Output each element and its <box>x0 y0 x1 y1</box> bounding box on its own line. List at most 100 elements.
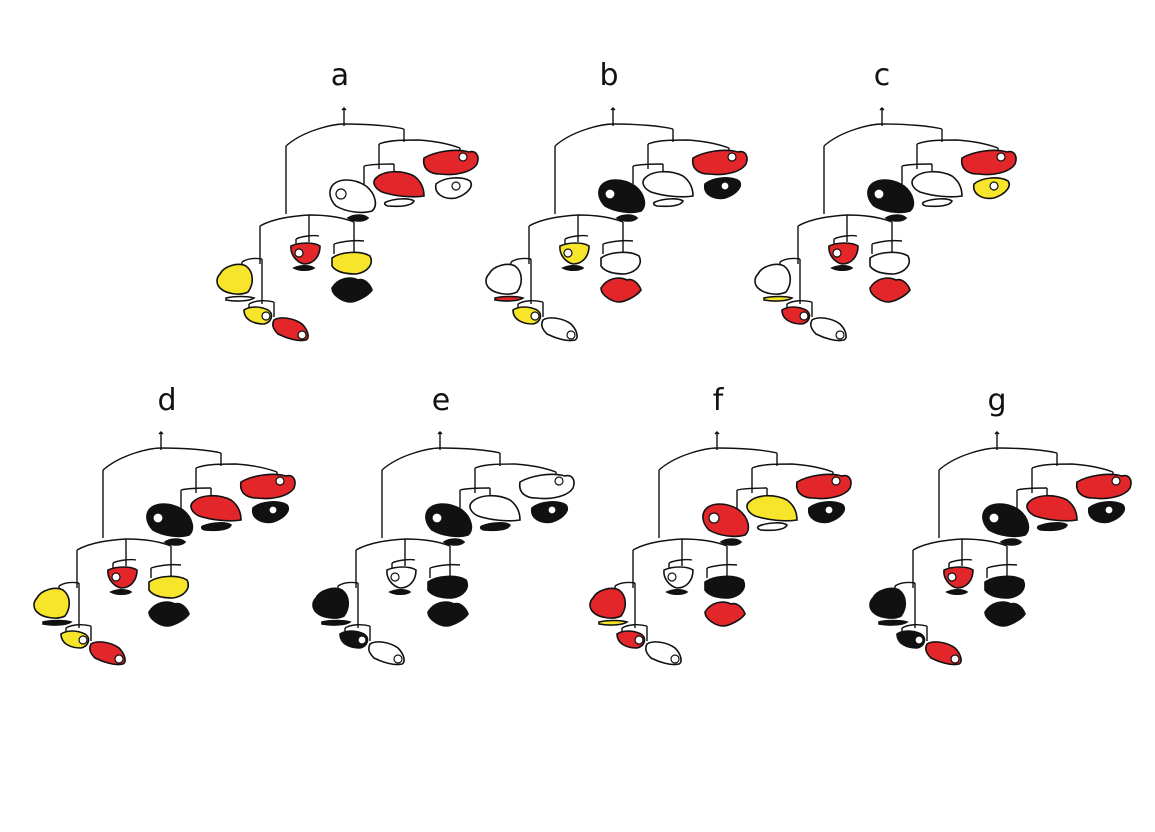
wire-5 <box>1031 463 1114 473</box>
piece-bottom-middle-dot <box>357 635 367 645</box>
piece-middle-tiny <box>346 214 370 222</box>
piece-bottom-left <box>312 587 350 619</box>
wire-18 <box>621 623 648 629</box>
piece-middle-flat <box>652 198 684 208</box>
piece-lower-right-top <box>984 575 1025 599</box>
piece-top-right-dot <box>727 152 737 162</box>
piece-bottom-left <box>33 587 71 619</box>
piece-middle-left-dot <box>152 512 164 524</box>
hanging-hook <box>341 107 347 114</box>
piece-lower-center-tiny <box>292 264 316 272</box>
mobile-f <box>589 431 852 666</box>
piece-right-small-dot <box>720 181 730 191</box>
hanging-hook <box>158 431 164 438</box>
wire-21 <box>564 234 589 240</box>
wire-5 <box>751 463 834 473</box>
wire-18 <box>517 299 544 305</box>
piece-middle-left <box>598 179 646 214</box>
wire-18 <box>65 623 92 629</box>
piece-right-small-dot <box>547 505 557 515</box>
piece-bottom-right-dot <box>670 654 680 664</box>
mobile-d <box>33 431 296 666</box>
wire-18 <box>786 299 813 305</box>
wire-15 <box>894 581 916 587</box>
piece-middle-right <box>1026 494 1078 522</box>
wire-11 <box>76 538 172 551</box>
piece-top-right-dot <box>831 476 841 486</box>
piece-middle-left-dot <box>604 188 616 200</box>
wire-8 <box>1016 487 1048 491</box>
piece-top-right-dot <box>458 152 468 162</box>
piece-middle-tiny <box>999 538 1023 546</box>
piece-bottom-right-dot <box>950 654 960 664</box>
piece-bottom-left-flat <box>225 295 256 302</box>
piece-lower-right-top <box>869 251 910 275</box>
wire-8 <box>901 163 933 167</box>
wire-18 <box>344 623 371 629</box>
piece-bottom-middle-dot <box>78 635 88 645</box>
piece-lower-right-bottom <box>331 277 373 303</box>
wire-2 <box>285 123 405 147</box>
wire-15 <box>510 257 532 263</box>
piece-middle-left <box>867 179 915 214</box>
piece-lower-right-top <box>427 575 468 599</box>
piece-lower-center-dot <box>563 248 573 258</box>
piece-middle-left <box>702 503 750 538</box>
wire-15 <box>337 581 359 587</box>
piece-lower-right-bottom <box>600 277 642 303</box>
piece-right-small-dot <box>268 505 278 515</box>
wire-8 <box>459 487 491 491</box>
wire-11 <box>632 538 728 551</box>
piece-middle-tiny <box>615 214 639 222</box>
panel-label-f: f <box>712 383 724 418</box>
wire-2 <box>658 447 778 471</box>
piece-top-right <box>960 149 1017 176</box>
piece-lower-center <box>828 242 859 265</box>
piece-lower-center-tiny <box>665 588 689 596</box>
piece-right-small-dot <box>1104 505 1114 515</box>
piece-middle-left-dot <box>708 512 720 524</box>
piece-bottom-left-flat <box>321 619 352 626</box>
piece-right-small-dot <box>824 505 834 515</box>
piece-lower-center-dot <box>947 572 957 582</box>
piece-middle-left-dot <box>335 188 347 200</box>
piece-lower-center <box>559 242 590 265</box>
wire-21 <box>391 558 416 564</box>
wire-15 <box>779 257 801 263</box>
wire-23 <box>150 563 182 569</box>
wire-23 <box>333 239 365 245</box>
piece-middle-left <box>982 503 1030 538</box>
piece-top-right-dot <box>275 476 285 486</box>
piece-middle-flat <box>383 198 415 208</box>
piece-lower-right-top <box>704 575 745 599</box>
piece-middle-tiny <box>163 538 187 546</box>
piece-lower-center-dot <box>294 248 304 258</box>
panel-label-e: e <box>431 383 451 418</box>
piece-bottom-middle-dot <box>261 311 271 321</box>
piece-bottom-left-flat <box>42 619 73 626</box>
wire-15 <box>614 581 636 587</box>
wire-23 <box>706 563 738 569</box>
piece-lower-center-dot <box>832 248 842 258</box>
piece-top-right <box>1075 473 1132 500</box>
piece-middle-right <box>373 170 425 198</box>
piece-right-small-dot <box>989 181 999 191</box>
piece-lower-right-bottom <box>869 277 911 303</box>
hanging-hook <box>437 431 443 438</box>
piece-middle-flat <box>921 198 953 208</box>
piece-bottom-left <box>485 263 523 295</box>
piece-middle-flat <box>756 522 788 532</box>
piece-lower-right-bottom <box>704 601 746 627</box>
piece-bottom-left-flat <box>598 619 629 626</box>
piece-top-right <box>795 473 852 500</box>
wire-21 <box>112 558 137 564</box>
piece-lower-center <box>107 566 138 589</box>
piece-bottom-left <box>589 587 627 619</box>
piece-middle-left-dot <box>431 512 443 524</box>
wire-23 <box>429 563 461 569</box>
piece-lower-right-bottom <box>427 601 469 627</box>
piece-middle-tiny <box>719 538 743 546</box>
wire-2 <box>823 123 943 147</box>
